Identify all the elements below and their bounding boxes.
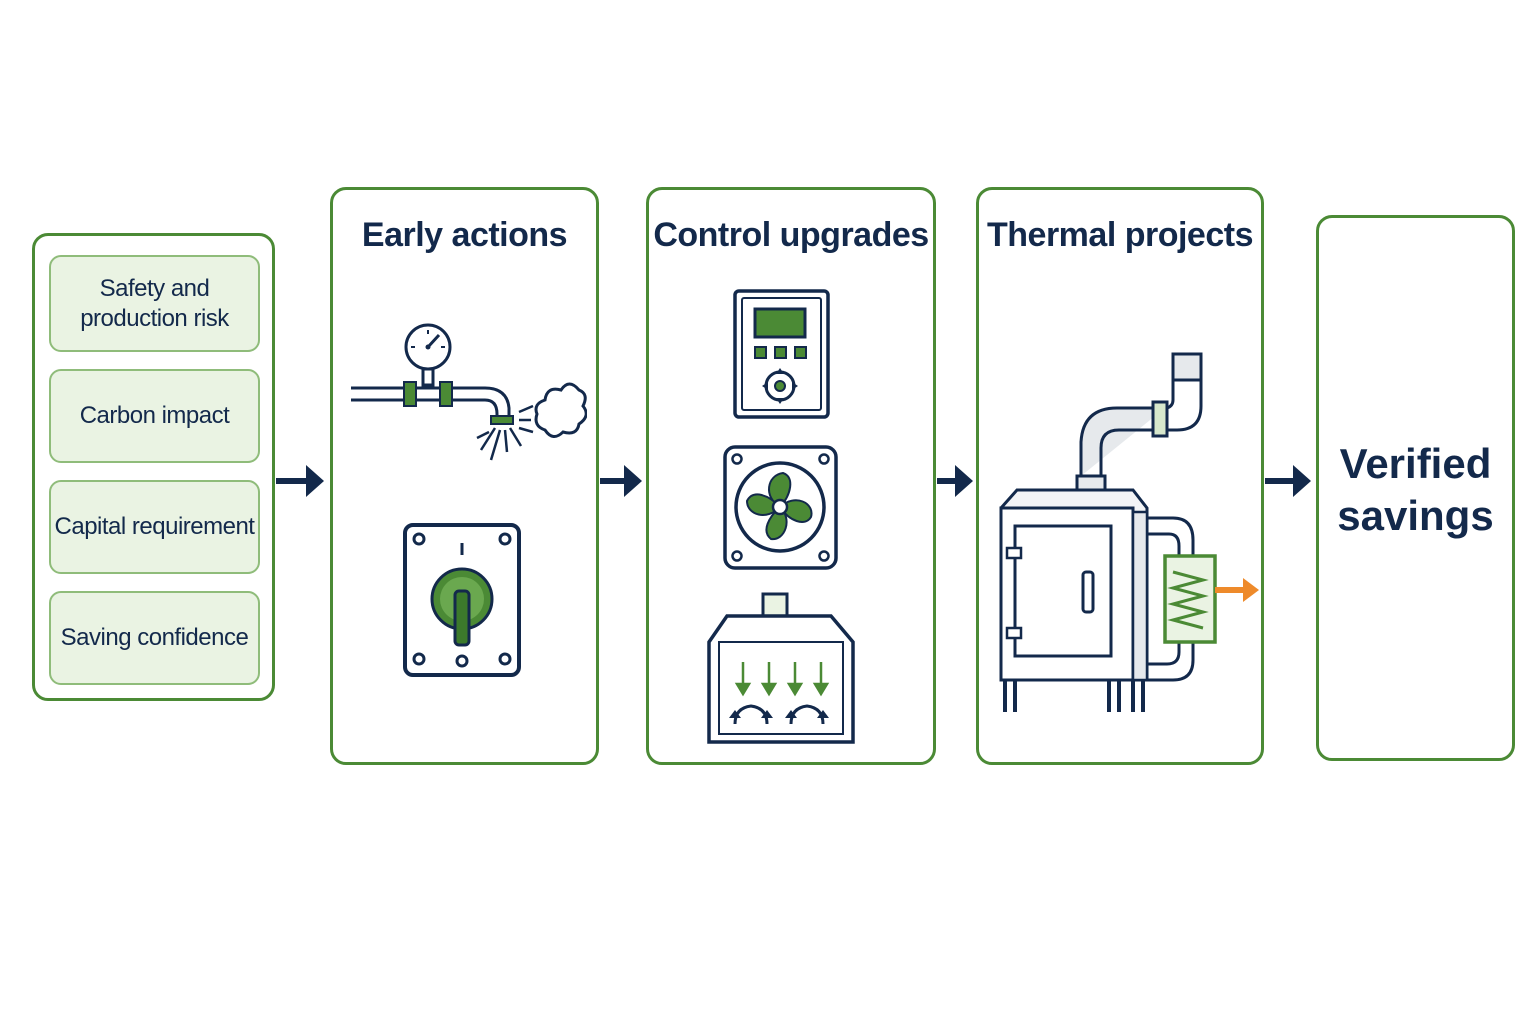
verified-savings-label: Verified savings: [1337, 440, 1494, 539]
burner-airflow-icon: [707, 592, 855, 744]
heat-recovery-oven-icon: [999, 352, 1259, 712]
thermal-projects-title: Thermal projects: [987, 216, 1253, 254]
control-upgrades-panel: Control upgrades: [646, 187, 936, 765]
early-actions-title: Early actions: [361, 216, 568, 254]
flow-arrow-3: [937, 465, 973, 497]
steam-leak-icon: [351, 323, 587, 461]
control-upgrades-title: Control upgrades: [653, 216, 929, 254]
criterion-carbon-impact: Carbon impact: [49, 369, 260, 463]
criteria-panel: Safety and production risk Carbon impact…: [32, 233, 275, 701]
criterion-saving-confidence: Saving confidence: [49, 591, 260, 685]
fan-icon: [723, 445, 838, 570]
verified-savings-panel: Verified savings: [1316, 215, 1515, 761]
flow-arrow-4: [1265, 465, 1311, 497]
flow-arrow-1: [276, 465, 324, 497]
criterion-safety-production-risk: Safety and production risk: [49, 255, 260, 352]
thermal-projects-panel: Thermal projects: [976, 187, 1264, 765]
early-actions-panel: Early actions: [330, 187, 599, 765]
flow-arrow-2: [600, 465, 642, 497]
criterion-capital-requirement: Capital requirement: [49, 480, 260, 574]
controller-icon: [733, 289, 830, 419]
isolation-switch-icon: [403, 523, 521, 677]
